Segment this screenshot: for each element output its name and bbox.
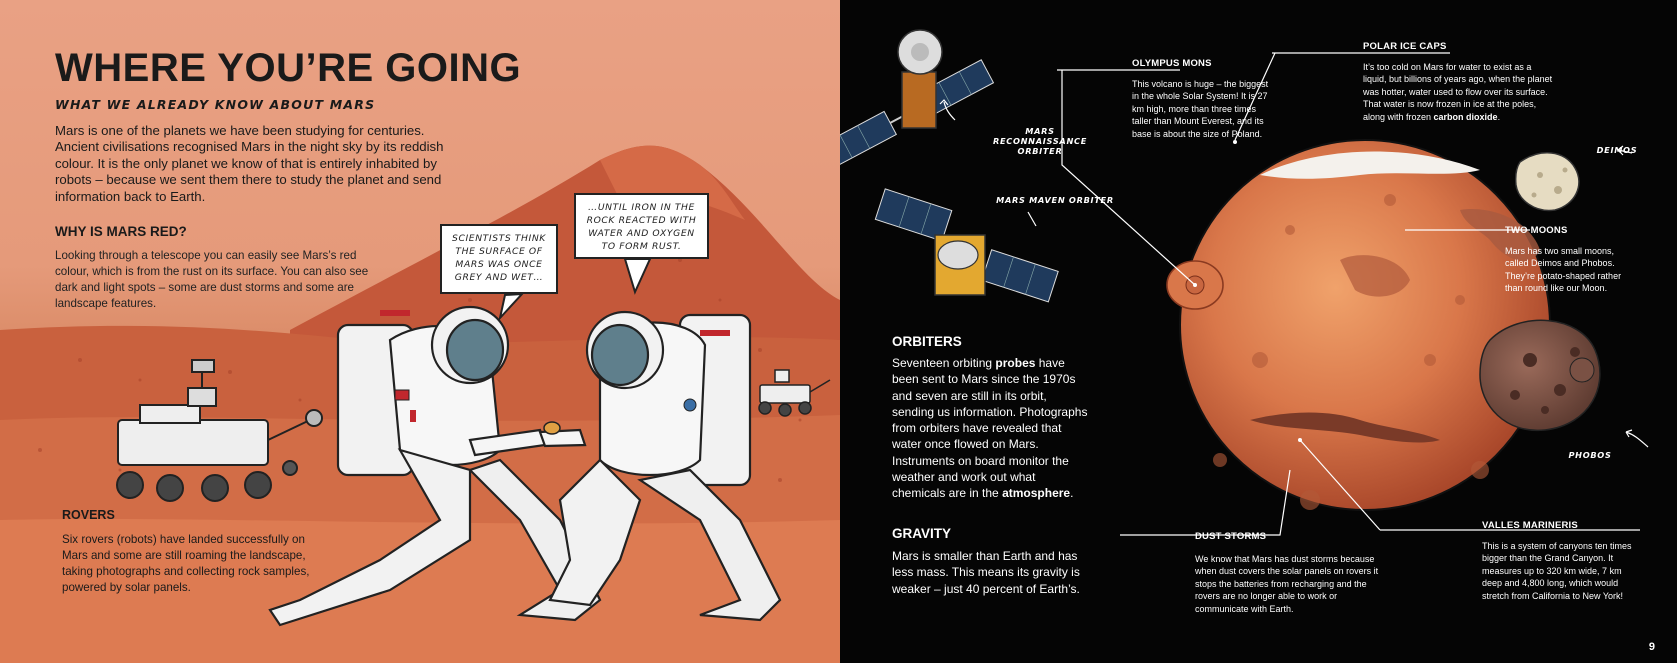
polar-carbon-dioxide: carbon dioxide — [1433, 111, 1498, 122]
polar-ice-caps-paragraph: It’s too cold on Mars for water to exist… — [1363, 61, 1553, 123]
valles-marineris-heading: VALLES MARINERIS — [1482, 520, 1578, 531]
mars-maven-orbiter-drawing — [874, 188, 1059, 303]
phobos-caption: PHOBOS — [1568, 450, 1612, 460]
dust-storms-heading: DUST STORMS — [1195, 531, 1267, 542]
right-page: MARS RECONNAISSANCE ORBITER MARS MAVEN O… — [840, 0, 1677, 663]
polar-text-2: . — [1497, 111, 1501, 122]
rovers-heading: ROVERS — [62, 508, 115, 522]
orbiters-text-3: . — [1070, 486, 1074, 501]
why-mars-red-paragraph: Looking through a telescope you can easi… — [55, 249, 369, 310]
why-mars-red-heading: WHY IS MARS RED? — [55, 224, 187, 239]
olympus-mons-heading: OLYMPUS MONS — [1132, 58, 1212, 69]
gravity-heading: GRAVITY — [892, 526, 952, 541]
polar-text-1: It’s too cold on Mars for water to exist… — [1363, 62, 1553, 122]
two-moons-paragraph: Mars has two small moons, called Deimos … — [1505, 246, 1622, 294]
mro-caption: MARS RECONNAISSANCE ORBITER — [992, 126, 1088, 156]
left-page: WHERE YOU’RE GOING WHAT WE ALREADY KNOW … — [0, 0, 840, 663]
speech-bubble-scientists: Scientists think the surface of Mars was… — [440, 224, 558, 294]
olympus-mons-paragraph: This volcano is huge – the biggest in th… — [1132, 79, 1269, 139]
orbiters-atmosphere: atmosphere — [1002, 486, 1071, 501]
rovers-paragraph: Six rovers (robots) have landed successf… — [62, 533, 310, 594]
mars-space-illustration — [840, 29, 1649, 536]
orbiters-probes: probes — [995, 356, 1036, 370]
page-title: WHERE YOU’RE GOING — [55, 46, 522, 90]
valles-marineris-paragraph: This is a system of canyons ten times bi… — [1482, 541, 1632, 601]
page-subtitle: WHAT WE ALREADY KNOW ABOUT MARS — [55, 97, 376, 112]
maven-caption: MARS MAVEN ORBITER — [996, 195, 1114, 205]
mars-landscape-illustration — [0, 145, 840, 663]
orbiters-heading: ORBITERS — [892, 334, 962, 349]
orbiters-paragraph: Seventeen orbiting probes have been sent… — [892, 355, 1092, 502]
orbiters-text-2: have been sent to Mars since the 1970s a… — [892, 356, 1088, 501]
dust-storms-paragraph: We know that Mars has dust storms becaus… — [1195, 554, 1379, 614]
orbiters-text-1: Seventeen orbiting — [892, 356, 996, 370]
mars-reconnaissance-orbiter-drawing — [840, 29, 995, 168]
gravity-paragraph: Mars is smaller than Earth and has less … — [892, 549, 1080, 596]
two-moons-heading: TWO MOONS — [1505, 225, 1568, 236]
deimos-caption: DEIMOS — [1596, 145, 1638, 155]
page-number: 9 — [1648, 641, 1655, 653]
speech-bubble-iron: …until iron in the rock reacted with wat… — [574, 193, 709, 259]
intro-paragraph: Mars is one of the planets we have been … — [55, 123, 444, 204]
polar-ice-caps-heading: POLAR ICE CAPS — [1363, 41, 1447, 52]
